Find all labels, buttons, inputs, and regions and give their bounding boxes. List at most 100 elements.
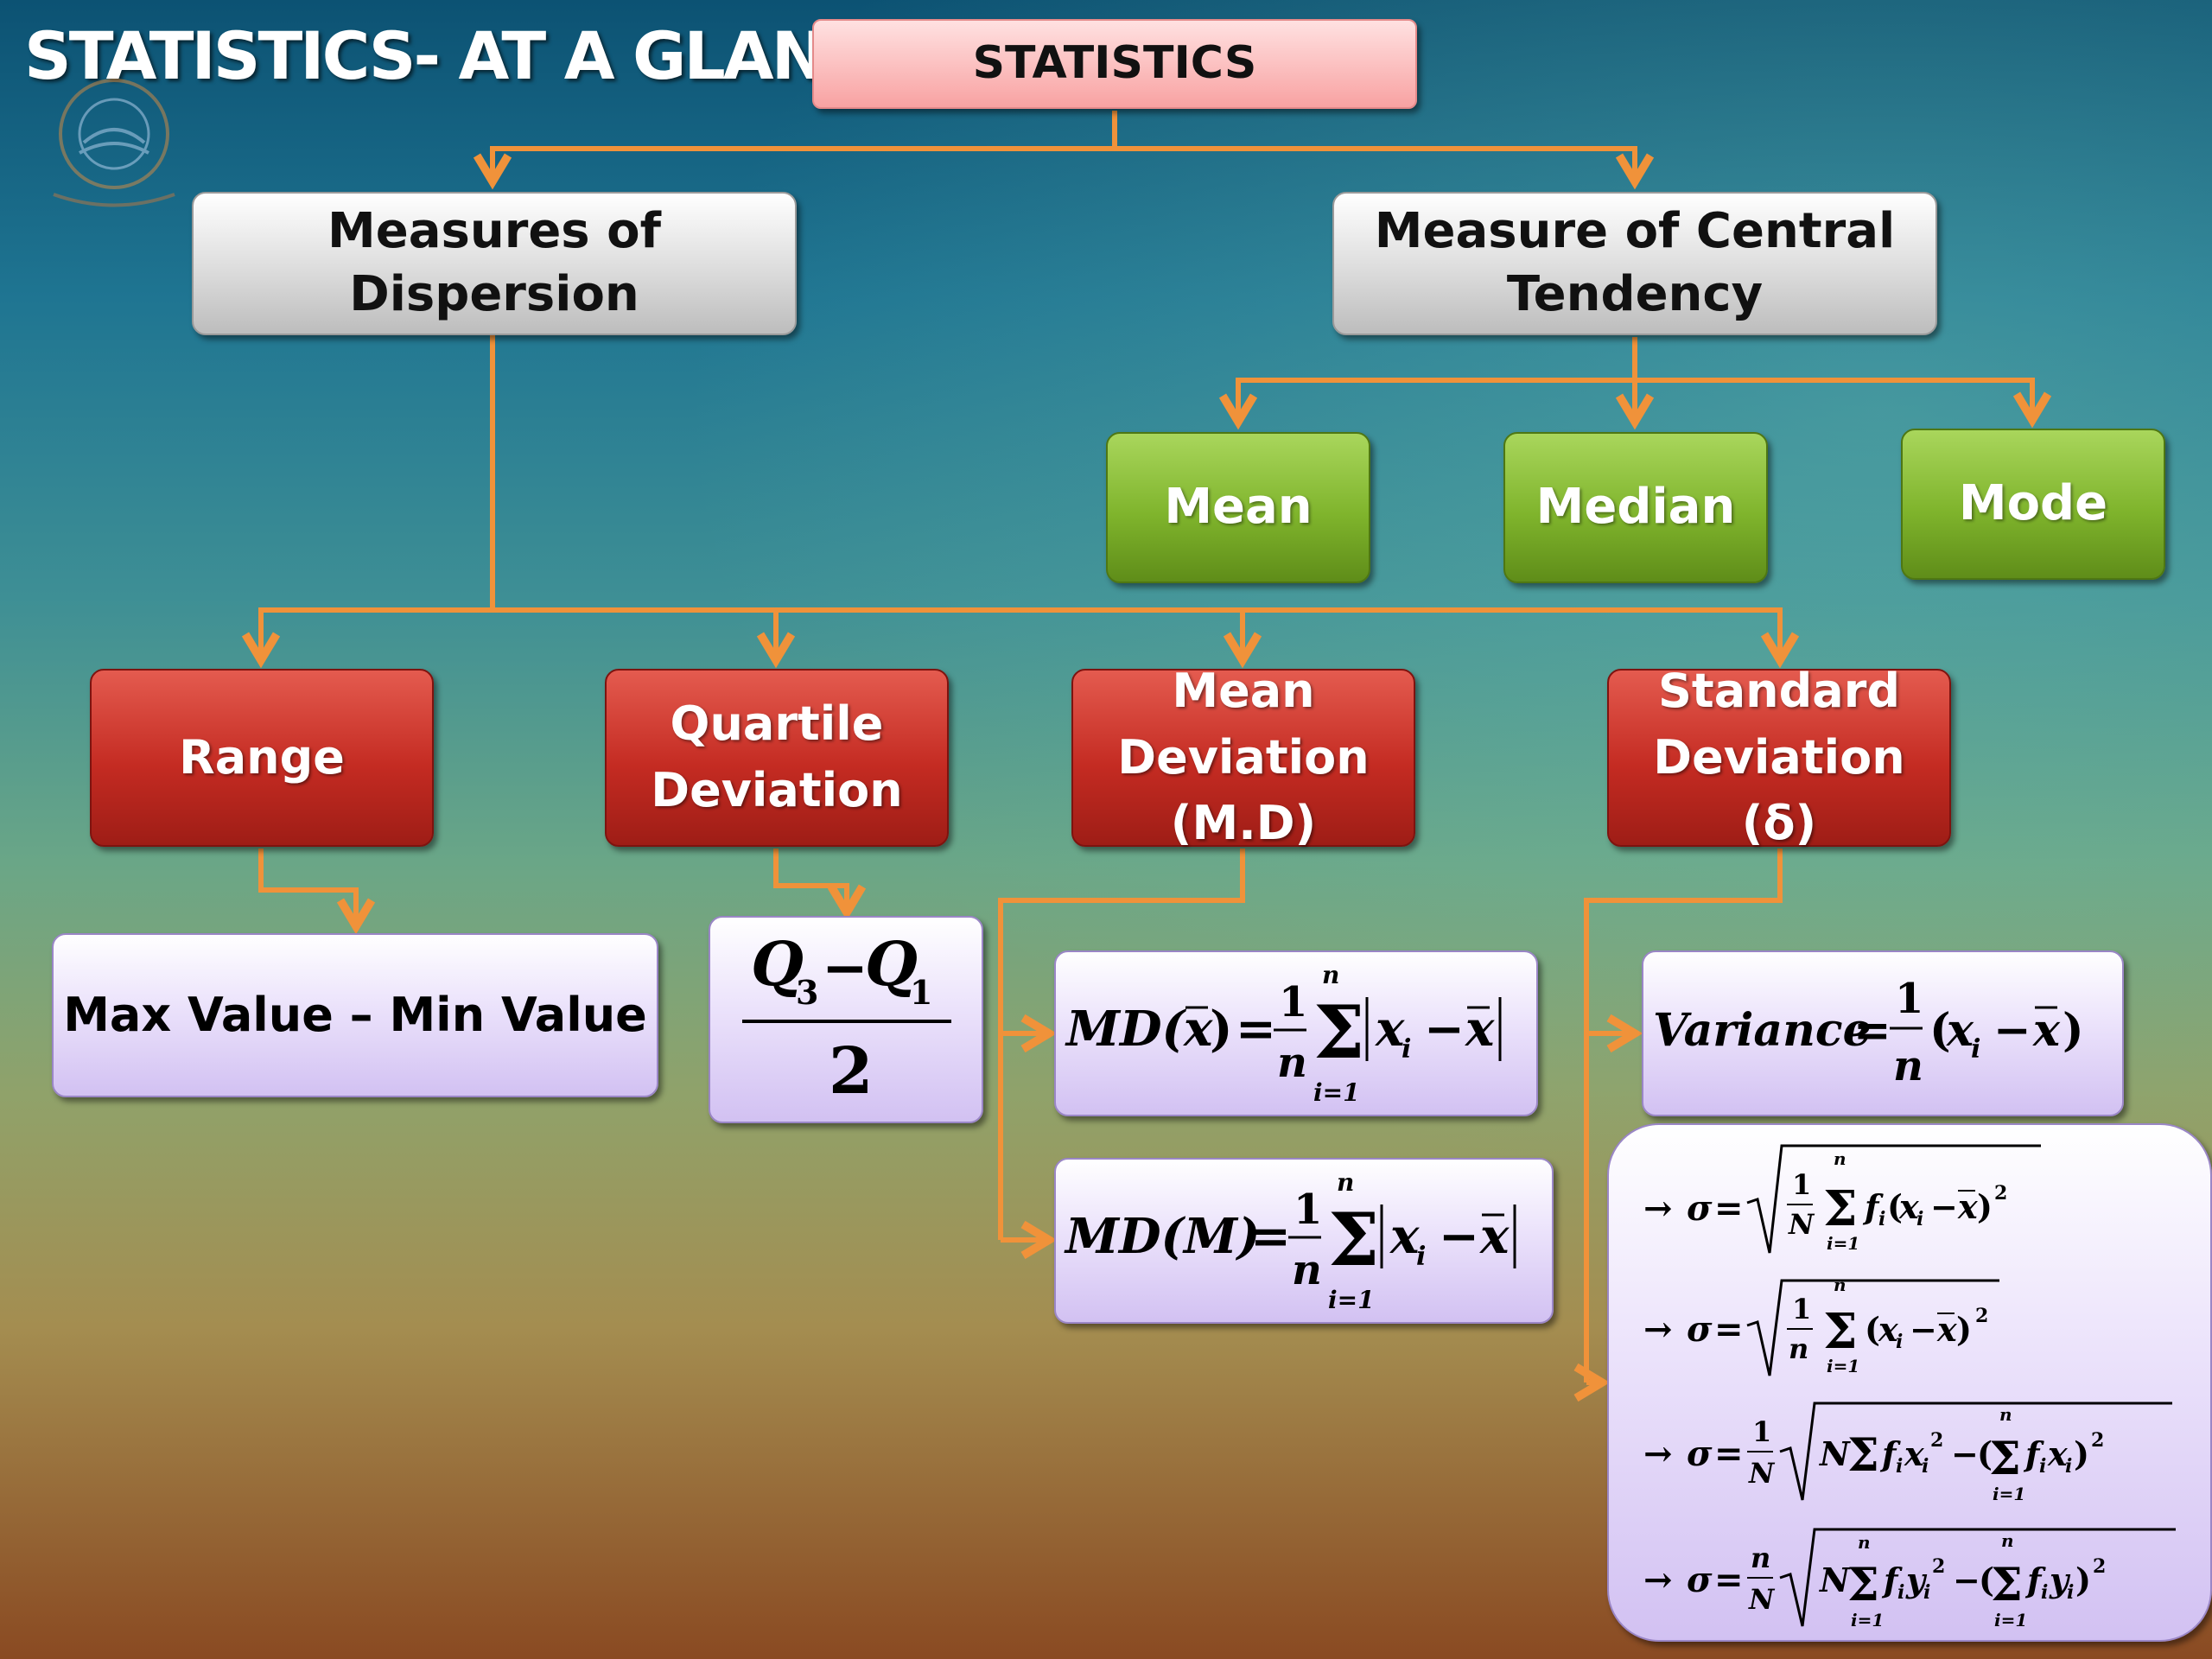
svg-text:−: −: [1910, 1310, 1937, 1349]
svg-text:): ): [2075, 1560, 2091, 1599]
svg-text:1: 1: [1752, 1415, 1771, 1448]
svg-text:x: x: [1183, 1001, 1213, 1058]
svg-text:2: 2: [1932, 1555, 1945, 1578]
svg-text:i: i: [1896, 1331, 1903, 1353]
svg-text:y: y: [2049, 1560, 2071, 1599]
svg-text:i=1: i=1: [1851, 1610, 1884, 1630]
svg-text:N: N: [1819, 1434, 1851, 1473]
svg-text:2: 2: [2091, 1429, 2104, 1452]
connector-to-quartile: [493, 607, 796, 669]
svg-text:→: →: [1643, 1309, 1673, 1350]
svg-text:σ: σ: [1687, 1560, 1713, 1600]
svg-text:n: n: [1858, 1532, 1871, 1553]
formula-md-median-svg: MD(M) = 1 n n Σ i=1 x i − x: [1064, 1168, 1516, 1314]
svg-text:2: 2: [1975, 1305, 1988, 1327]
svg-text:2: 2: [1930, 1429, 1943, 1452]
svg-text:(: (: [1929, 1004, 1951, 1057]
svg-text:→: →: [1643, 1433, 1673, 1474]
range-box: Range: [90, 669, 434, 847]
variance-word: Variance: [1653, 1004, 1872, 1057]
svg-text:1: 1: [1279, 978, 1307, 1027]
connector-range-formula: [258, 849, 376, 935]
svg-text:x: x: [1904, 1434, 1925, 1473]
connector-md-stem: [998, 849, 1245, 1240]
svg-text:): ): [1210, 1001, 1233, 1058]
svg-text:n: n: [2001, 1530, 2014, 1551]
svg-text:n: n: [1751, 1541, 1770, 1574]
svg-text:x: x: [1479, 1208, 1510, 1265]
svg-text:n: n: [1337, 1168, 1354, 1197]
svg-text:n: n: [1277, 1039, 1307, 1087]
svg-text:1: 1: [1792, 1293, 1811, 1325]
svg-text:i=1: i=1: [1827, 1233, 1859, 1254]
svg-text:x: x: [1957, 1187, 1979, 1226]
connector-root-to-dispersion: [473, 146, 1115, 190]
svg-text:−: −: [1993, 1004, 2031, 1057]
svg-text:1: 1: [1895, 975, 1923, 1023]
svg-text:i: i: [1897, 1581, 1904, 1604]
svg-text:i: i: [1878, 1208, 1885, 1230]
svg-text:1: 1: [910, 973, 932, 1012]
svg-text:3: 3: [796, 973, 818, 1012]
svg-text:Σ: Σ: [1328, 1197, 1379, 1282]
quartile-deviation-formula: Q 3 − Q 1 2: [709, 916, 983, 1123]
measure-of-central-tendency: Measure of Central Tendency: [1332, 192, 1937, 335]
md-median-formula: MD(M) = 1 n n Σ i=1 x i − x: [1054, 1158, 1554, 1324]
svg-text:x: x: [1946, 1004, 1974, 1057]
svg-text:i=1: i=1: [1994, 1610, 2027, 1630]
svg-text:2: 2: [2093, 1555, 2106, 1578]
sigma-formula-1: → σ = 1 N n Σ i=1 f i ( x i − x ) 2: [1643, 1144, 2041, 1254]
svg-text:σ: σ: [1687, 1309, 1713, 1350]
svg-text:): ): [1956, 1310, 1972, 1349]
svg-text:): ): [2063, 1004, 2084, 1057]
svg-text:i=1: i=1: [1993, 1484, 2025, 1504]
svg-text:2: 2: [1994, 1182, 2007, 1205]
svg-text:i=1: i=1: [1313, 1078, 1360, 1107]
svg-text:i: i: [2039, 1455, 2046, 1478]
svg-text:n: n: [1834, 1274, 1847, 1295]
svg-text:y: y: [1905, 1560, 1928, 1599]
svg-text:MD(M): MD(M): [1064, 1208, 1261, 1265]
svg-text:n: n: [1789, 1332, 1808, 1365]
mean-box: Mean: [1106, 432, 1370, 583]
quartile-deviation-box: Quartile Deviation: [605, 669, 949, 847]
sigma-formula-3: → σ = 1 N N Σ f i x i 2 − ( n Σ i=1 f: [1643, 1402, 2172, 1504]
svg-text:i: i: [2067, 1581, 2074, 1604]
svg-text:n: n: [1322, 961, 1339, 989]
svg-text:Σ: Σ: [1823, 1303, 1858, 1360]
svg-text:=: =: [1714, 1188, 1744, 1229]
svg-text:(: (: [1887, 1187, 1903, 1226]
institute-logo: [53, 79, 175, 207]
svg-text:Σ: Σ: [1823, 1180, 1858, 1237]
svg-text:n: n: [1999, 1404, 2012, 1425]
md-mean-formula: MD( x ) = 1 n n Σ i=1 x i − x: [1054, 950, 1538, 1116]
svg-text:x: x: [1878, 1310, 1899, 1349]
svg-text:−: −: [1951, 1434, 1979, 1473]
page-title: STATISTICS- AT A GLANCE: [24, 17, 914, 94]
svg-text:1: 1: [1792, 1168, 1811, 1201]
svg-text:): ): [2074, 1434, 2089, 1473]
svg-text:=: =: [1714, 1433, 1744, 1474]
svg-text:N: N: [1748, 1583, 1776, 1616]
svg-text:−: −: [1424, 1001, 1465, 1058]
svg-text:i: i: [1922, 1455, 1929, 1478]
svg-text:Q: Q: [865, 928, 918, 1000]
svg-text:−: −: [1439, 1208, 1479, 1265]
svg-text:): ): [1977, 1187, 1993, 1226]
formula-sigma-svg: → σ = 1 N n Σ i=1 f i ( x i − x ) 2: [1643, 1144, 2176, 1630]
svg-text:→: →: [1643, 1188, 1673, 1229]
formula-md-mean-svg: MD( x ) = 1 n n Σ i=1 x i − x: [1065, 961, 1502, 1107]
svg-text:MD(: MD(: [1065, 1001, 1187, 1058]
svg-text:Q: Q: [751, 928, 804, 1000]
svg-text:=: =: [1853, 1004, 1891, 1057]
svg-text:N: N: [1788, 1208, 1815, 1241]
svg-text:(: (: [1865, 1310, 1880, 1349]
sigma-formula-2: → σ = 1 n n Σ i=1 ( x i − x ) 2: [1643, 1274, 1999, 1376]
svg-text:i: i: [2041, 1581, 2048, 1604]
median-box: Median: [1503, 432, 1768, 583]
svg-text:i: i: [1916, 1208, 1923, 1230]
svg-text:n: n: [1834, 1148, 1847, 1169]
svg-text:−: −: [1930, 1187, 1958, 1226]
svg-text:σ: σ: [1687, 1433, 1713, 1474]
svg-text:Σ: Σ: [1991, 1559, 2023, 1611]
